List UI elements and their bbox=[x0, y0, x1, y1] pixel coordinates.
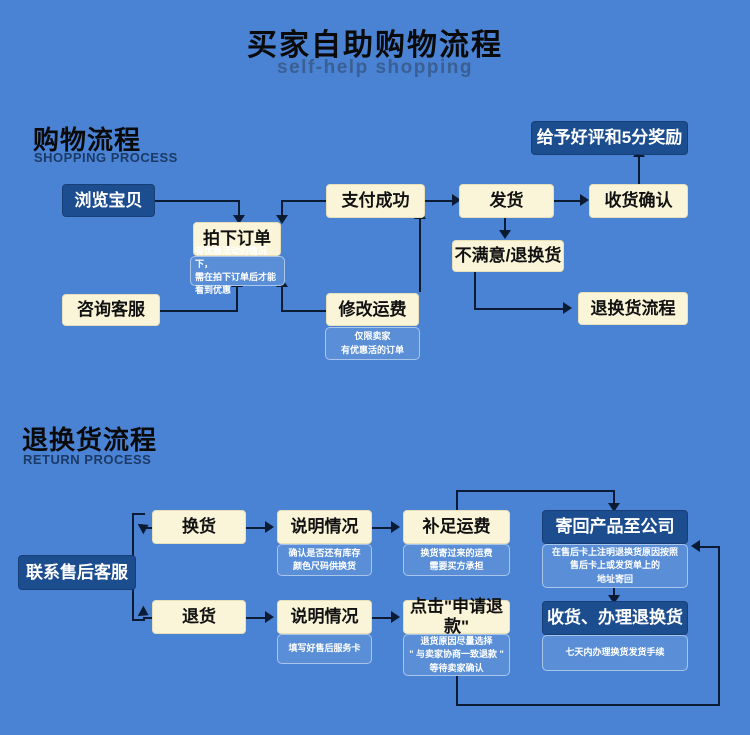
node-explain-situation-return[interactable]: 说明情况 bbox=[277, 600, 372, 634]
arrow-addfee-sendback bbox=[608, 503, 620, 512]
node-place-order-label: 拍下订单 bbox=[203, 229, 271, 249]
arrow-sendback-process bbox=[608, 595, 620, 604]
note-place-order: 有优惠活动的情况下， 需在拍下订单后才能 看到优惠 bbox=[190, 246, 285, 295]
node-shipped-label: 发货 bbox=[489, 191, 524, 211]
node-exchange-label: 换货 bbox=[182, 517, 216, 537]
node-exchange[interactable]: 换货 bbox=[152, 510, 246, 544]
node-explain-situation-return-label: 说明情况 bbox=[290, 607, 359, 627]
connector-shipfee-v bbox=[281, 286, 283, 312]
node-receive-process-return-label: 收货、办理退换货 bbox=[547, 608, 683, 628]
connector-browse-place-v bbox=[238, 200, 240, 218]
node-explain-situation-exchange[interactable]: 说明情况 bbox=[277, 510, 372, 544]
section-title-return: 退换货流程 bbox=[22, 425, 158, 455]
connector-unsat-return-h bbox=[474, 308, 568, 310]
section-title-shopping: 购物流程 bbox=[33, 125, 142, 155]
node-shipped[interactable]: 发货 bbox=[459, 184, 554, 218]
connector-confirm-praise-v bbox=[638, 155, 640, 185]
node-give-praise-label: 给予好评和5分奖励 bbox=[536, 128, 683, 148]
node-unsatisfied-return-label: 不满意/退换货 bbox=[454, 246, 562, 266]
arrow-paid-place bbox=[276, 215, 288, 224]
connector-apply-down bbox=[456, 676, 458, 706]
node-payment-success[interactable]: 支付成功 bbox=[326, 184, 425, 218]
connector-consult-h bbox=[160, 310, 238, 312]
arrow-explain-addfee bbox=[391, 521, 400, 533]
connector-shipfee-h bbox=[281, 310, 326, 312]
connector-aftersales-top-h bbox=[132, 513, 145, 515]
node-return-goods-label: 退货 bbox=[182, 607, 216, 627]
arrow-send-unsatisfied bbox=[499, 230, 511, 239]
node-send-back-product[interactable]: 寄回产品至公司 bbox=[542, 510, 688, 544]
note-explain-situation-return: 填写好售后服务卡 bbox=[277, 634, 372, 664]
arrow-send-confirm bbox=[580, 194, 589, 206]
arrow-apply-sendback bbox=[691, 540, 700, 552]
connector-send-confirm-h bbox=[554, 200, 586, 202]
node-consult-service[interactable]: 咨询客服 bbox=[62, 294, 160, 326]
connector-explain2-apply-h bbox=[372, 617, 397, 619]
connector-shipfee-paid-v bbox=[419, 218, 421, 292]
connector-consult-v bbox=[236, 286, 238, 312]
node-payment-success-label: 支付成功 bbox=[341, 191, 410, 211]
node-unsatisfied-return[interactable]: 不满意/退换货 bbox=[452, 240, 564, 272]
note-send-back-product: 在售后卡上注明退换货原因按照 售后卡上或发货单上的 地址寄回 bbox=[542, 544, 688, 588]
page-title: 买家自助购物流程 bbox=[247, 29, 503, 62]
connector-aftersales-bottom-h bbox=[132, 619, 145, 621]
arrow-refund-explain2 bbox=[265, 611, 274, 623]
connector-unsat-return-v bbox=[474, 272, 476, 310]
page-subtitle: self-help shopping bbox=[277, 57, 473, 78]
connector-paid-place-v bbox=[281, 200, 283, 218]
node-browse[interactable]: 浏览宝贝 bbox=[62, 184, 155, 217]
connector-paid-send-h bbox=[425, 200, 458, 202]
note-modify-shipping-fee: 仅限卖家 有优惠活的订单 bbox=[325, 327, 420, 360]
arrow-paid-send bbox=[452, 194, 461, 206]
section-subtitle-return: RETURN PROCESS bbox=[23, 452, 152, 467]
arrow-unsatisfied-returnflow bbox=[563, 302, 572, 314]
node-return-process-link[interactable]: 退换货流程 bbox=[578, 292, 688, 325]
note-supplement-shipping: 换货寄过来的运费 需要买方承担 bbox=[403, 544, 510, 576]
connector-refund-in bbox=[143, 617, 152, 619]
connector-apply-up bbox=[718, 546, 720, 704]
arrow-browse-place bbox=[233, 215, 245, 224]
node-apply-refund-label: 点击"申请退款" bbox=[409, 597, 504, 636]
connector-refund-explain2-h bbox=[246, 617, 271, 619]
node-confirm-receipt[interactable]: 收货确认 bbox=[589, 184, 688, 218]
connector-exchange-in bbox=[143, 527, 152, 529]
node-supplement-shipping[interactable]: 补足运费 bbox=[403, 510, 510, 544]
connector-addfee-right bbox=[456, 490, 615, 492]
node-return-process-link-label: 退换货流程 bbox=[590, 298, 676, 318]
node-explain-situation-exchange-label: 说明情况 bbox=[290, 517, 359, 537]
node-contact-aftersales-label: 联系售后客服 bbox=[26, 562, 128, 582]
node-supplement-shipping-label: 补足运费 bbox=[422, 517, 491, 537]
node-place-order[interactable]: 拍下订单 bbox=[193, 222, 281, 256]
node-send-back-product-label: 寄回产品至公司 bbox=[555, 517, 675, 537]
arrow-exchange-explain bbox=[265, 521, 274, 533]
note-receive-process-return: 七天内办理换货发货手续 bbox=[542, 635, 688, 671]
connector-sendback-process-v bbox=[613, 588, 615, 598]
node-modify-shipping-fee-label: 修改运费 bbox=[338, 299, 407, 319]
node-browse-label: 浏览宝贝 bbox=[74, 190, 143, 210]
node-return-goods[interactable]: 退货 bbox=[152, 600, 246, 634]
node-apply-refund[interactable]: 点击"申请退款" bbox=[403, 597, 510, 636]
connector-explain-addfee-h bbox=[372, 527, 397, 529]
node-contact-aftersales[interactable]: 联系售后客服 bbox=[18, 555, 136, 590]
connector-paid-place-h bbox=[281, 200, 326, 202]
connector-addfee-down bbox=[613, 490, 615, 505]
note-explain-situation-exchange: 确认是否还有库存 颜色尺码供换货 bbox=[277, 544, 372, 576]
connector-addfee-up bbox=[456, 490, 458, 510]
node-receive-process-return[interactable]: 收货、办理退换货 bbox=[542, 601, 688, 635]
connector-send-unsat-v bbox=[504, 218, 506, 232]
connector-apply-right bbox=[456, 704, 720, 706]
connector-exchange-explain-h bbox=[246, 527, 271, 529]
note-apply-refund: 退货原因尽量选择 " 与卖家协商一致退款 " 等待卖家确认 bbox=[403, 634, 510, 676]
node-consult-service-label: 咨询客服 bbox=[77, 300, 145, 320]
connector-apply-into-sendback bbox=[700, 546, 720, 548]
arrow-explain2-apply bbox=[391, 611, 400, 623]
node-modify-shipping-fee[interactable]: 修改运费 bbox=[326, 293, 419, 326]
connector-browse-place-h bbox=[155, 200, 240, 202]
node-give-praise[interactable]: 给予好评和5分奖励 bbox=[531, 121, 688, 155]
section-subtitle-shopping: SHOPPING PROCESS bbox=[34, 150, 178, 165]
node-confirm-receipt-label: 收货确认 bbox=[604, 191, 673, 211]
